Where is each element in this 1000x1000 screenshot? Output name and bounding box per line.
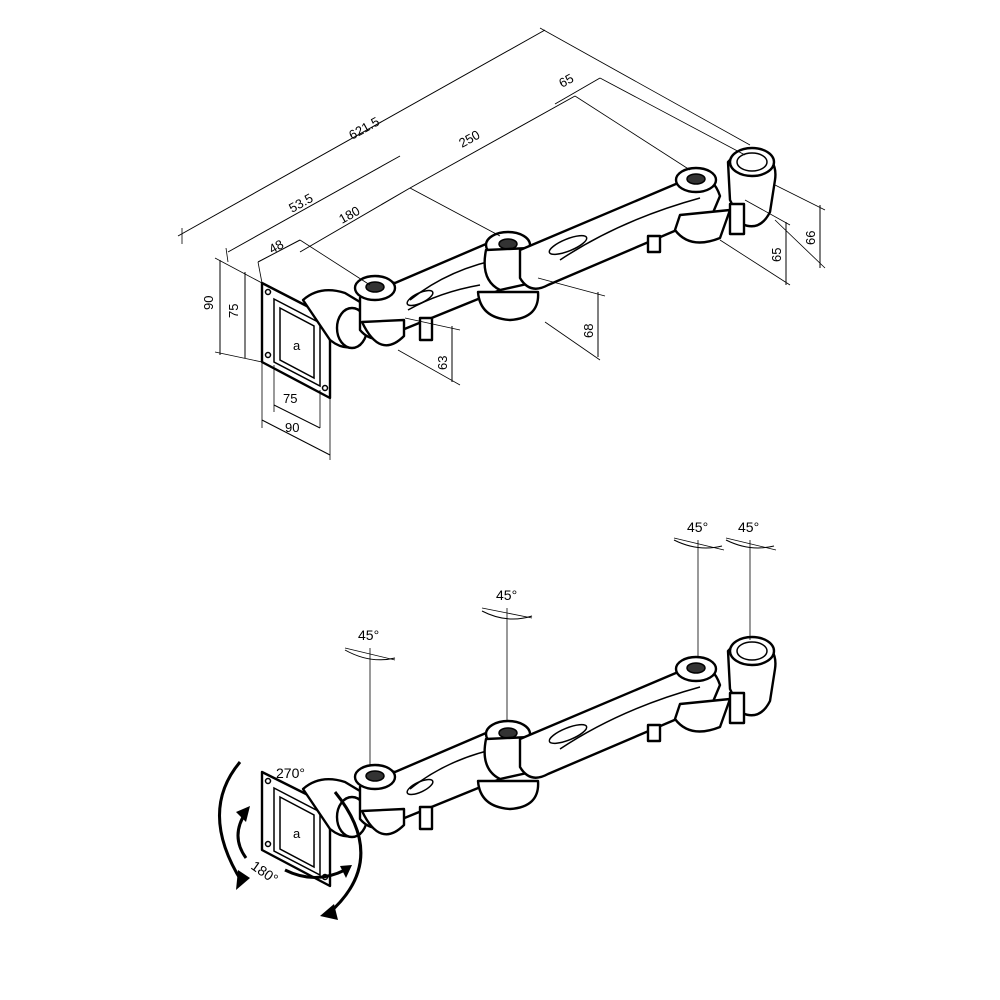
rotation-plate-swivel: 180° [248, 857, 281, 887]
rotation-view: a [218, 519, 777, 920]
dim-plate-height-outer: 90 [201, 296, 216, 310]
dim-plate-height-inner: 75 [226, 304, 241, 318]
rotation-joint-3: 45° [687, 519, 708, 535]
tilt-arrow-large [218, 761, 244, 883]
plate-mark: a [293, 338, 301, 353]
dim-plate-width-outer: 90 [285, 420, 299, 435]
dim-plate-width-inner: 75 [283, 391, 297, 406]
dim-joint-1-height: 63 [435, 356, 450, 370]
dim-joint-2-height: 68 [581, 324, 596, 338]
swivel-arrow [327, 791, 363, 916]
dimensioned-view: a [177, 27, 826, 460]
dim-plate-offset: 48 [266, 236, 286, 256]
rotation-joint-4: 45° [738, 519, 759, 535]
arm-assembly-bottom: a [260, 635, 777, 888]
rotation-joint-2: 45° [496, 587, 517, 603]
rotation-joint-1: 45° [358, 627, 379, 643]
dim-end-offset: 65 [556, 70, 576, 90]
arm-assembly-top: a [260, 146, 777, 400]
dim-end-height-b: 66 [803, 231, 818, 245]
plate-mark-bottom: a [293, 826, 301, 841]
dim-segment-1: 180 [336, 203, 362, 227]
dim-segment-2: 250 [456, 127, 482, 151]
rotation-plate-tilt: 270° [276, 765, 305, 781]
dim-total-length: 621.5 [346, 114, 382, 143]
dim-end-height-a: 65 [769, 248, 784, 262]
